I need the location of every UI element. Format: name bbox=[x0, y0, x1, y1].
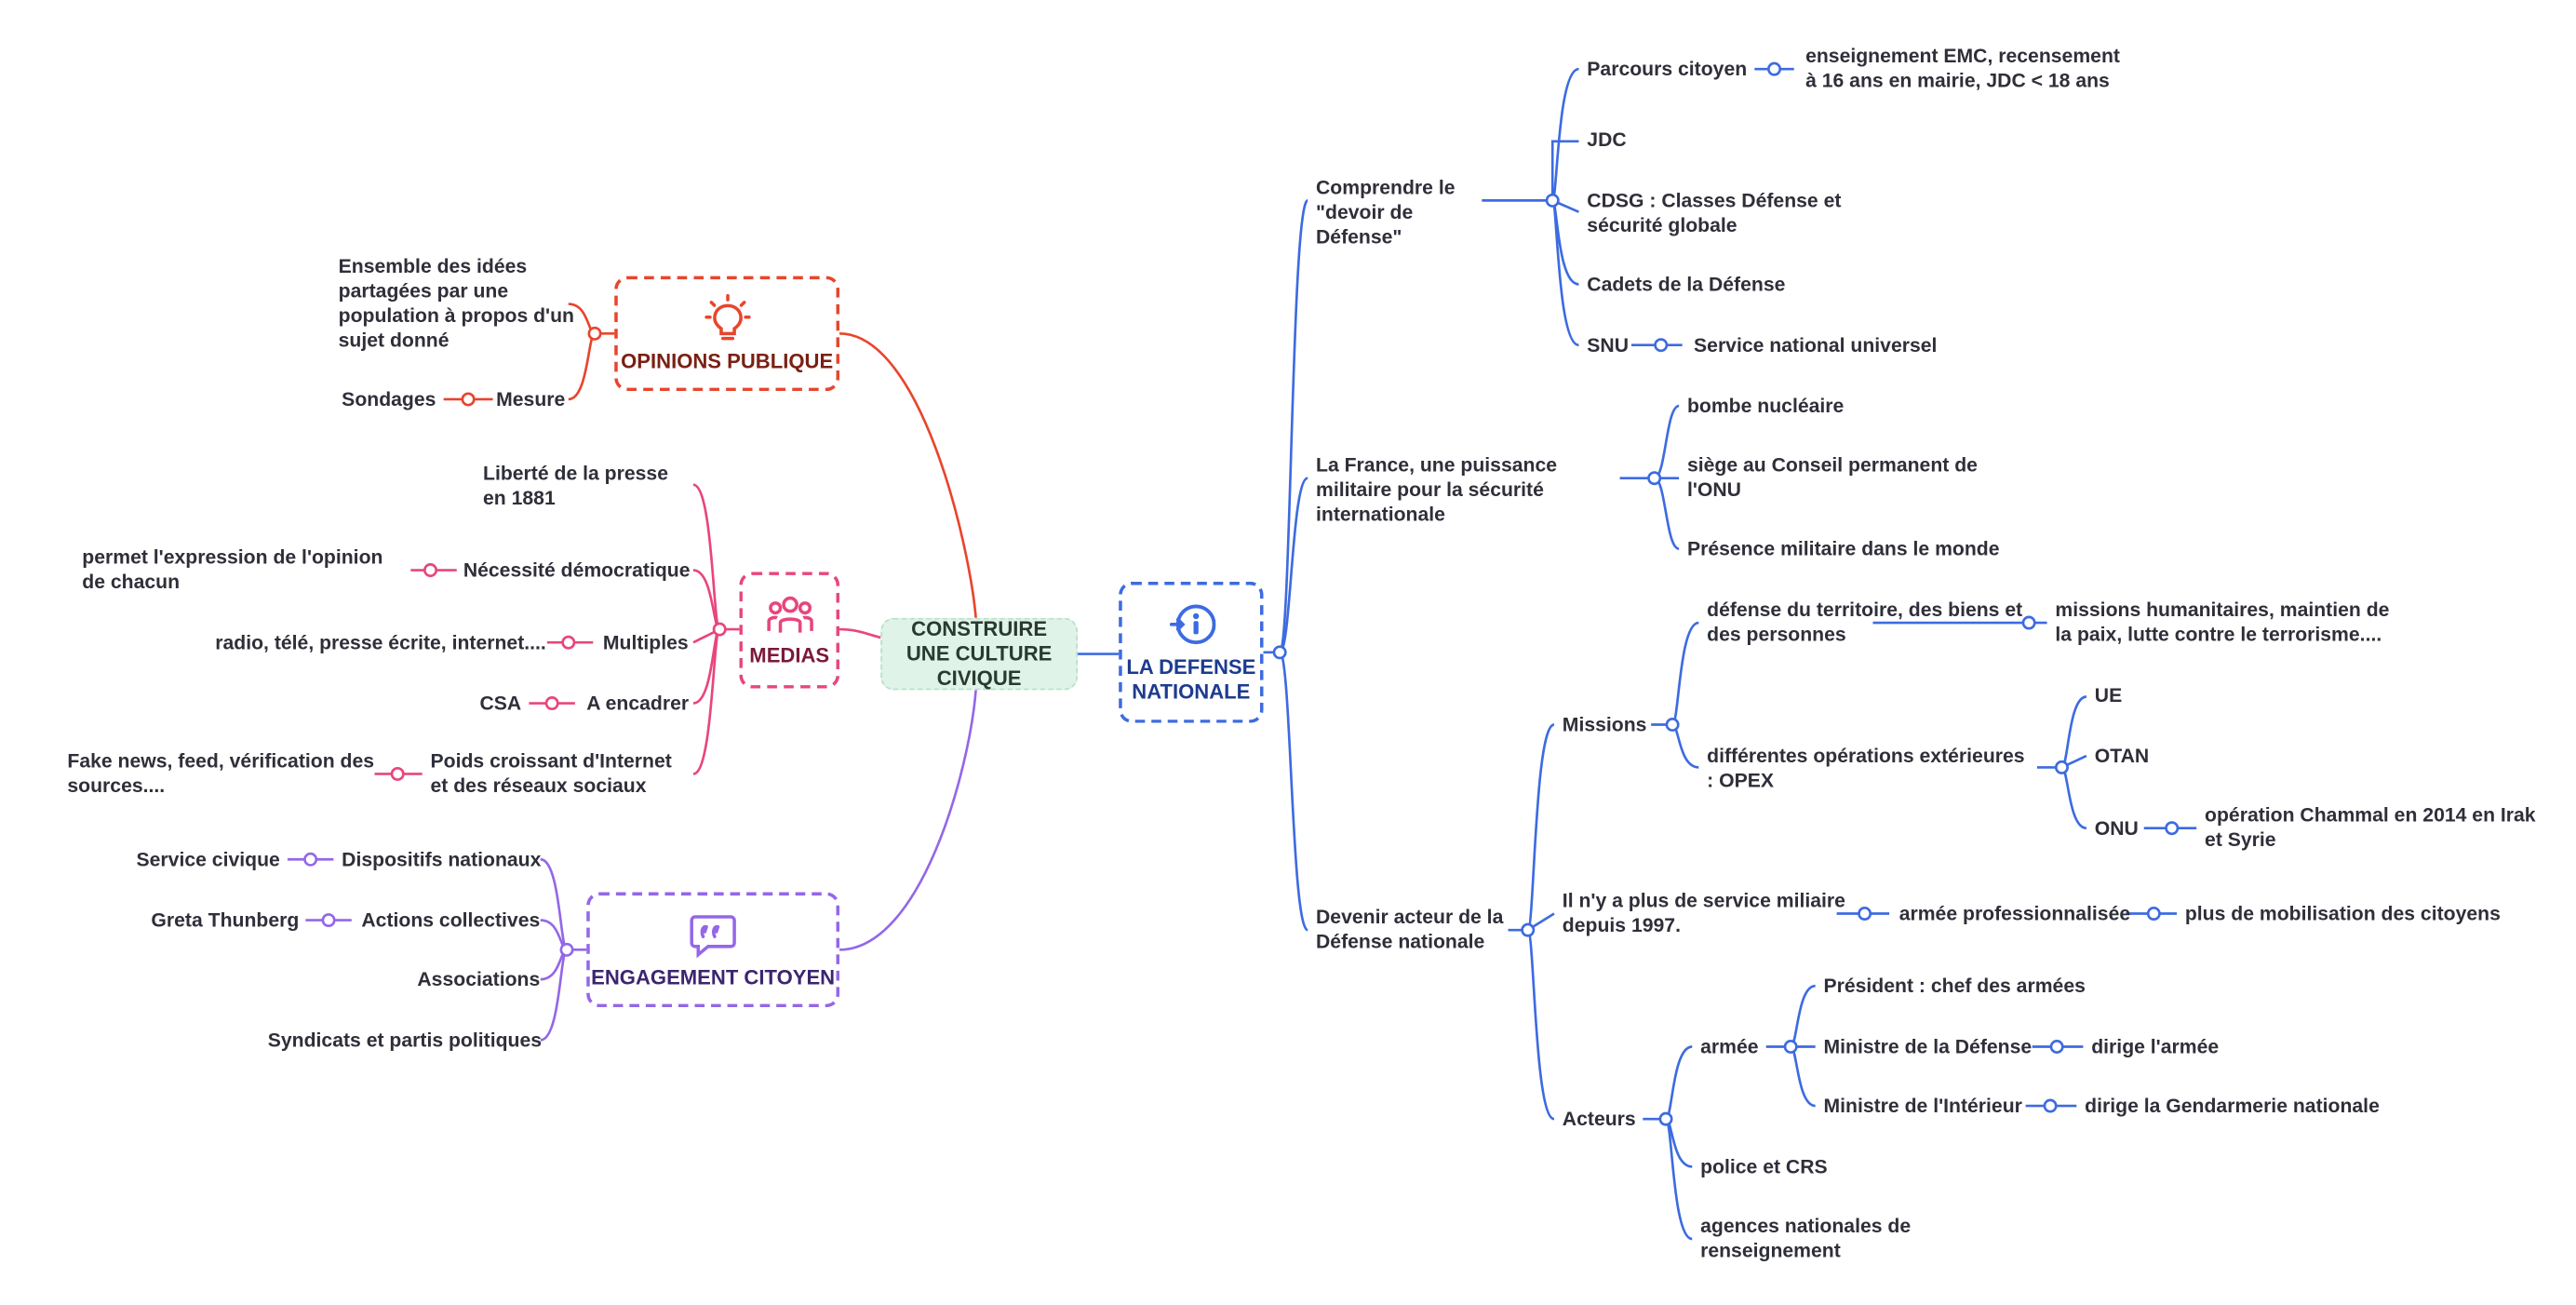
info-person-icon bbox=[1169, 604, 1216, 645]
topic-engagement-citoyen[interactable]: ENGAGEMENT CITOYEN bbox=[586, 892, 840, 1008]
topic-engagement-label: ENGAGEMENT CITOYEN bbox=[591, 965, 836, 989]
node-csa[interactable]: CSA bbox=[479, 692, 522, 715]
node-agences-renseignement[interactable]: agences nationales de renseignement bbox=[1700, 1214, 1912, 1262]
node-actions-collectives[interactable]: Actions collectives bbox=[361, 908, 541, 932]
lightbulb-icon bbox=[704, 293, 750, 340]
node-presence-militaire[interactable]: Présence militaire dans le monde bbox=[1686, 537, 2000, 560]
node-jdc[interactable]: JDC bbox=[1587, 128, 1627, 152]
node-ue[interactable]: UE bbox=[2094, 683, 2123, 707]
central-topic[interactable]: CONSTRUIRE UNE CULTURE CIVIQUE bbox=[880, 616, 1079, 691]
node-operation-chammal[interactable]: opération Chammal en 2014 en Irak et Syr… bbox=[2205, 803, 2536, 852]
node-a-encadrer[interactable]: A encadrer bbox=[586, 692, 690, 715]
node-dirige-gendarmerie[interactable]: dirige la Gendarmerie nationale bbox=[2085, 1094, 2380, 1118]
topic-defense-label: LA DEFENSE NATIONALE bbox=[1126, 655, 1256, 704]
node-mesure[interactable]: Mesure bbox=[496, 387, 566, 411]
topic-medias-label: MEDIAS bbox=[749, 643, 830, 667]
node-associations[interactable]: Associations bbox=[417, 967, 541, 991]
node-bombe-nucleaire[interactable]: bombe nucléaire bbox=[1686, 394, 1845, 418]
topic-opinions-label: OPINIONS PUBLIQUE bbox=[621, 349, 834, 372]
node-siege-conseil[interactable]: siège au Conseil permanent de l'ONU bbox=[1686, 453, 1978, 502]
node-opex[interactable]: différentes opérations extérieures : OPE… bbox=[1707, 744, 2025, 792]
node-snu[interactable]: SNU bbox=[1587, 333, 1630, 357]
node-ministre-interieur[interactable]: Ministre de l'Intérieur bbox=[1823, 1094, 2022, 1118]
node-mobilisation-citoyens[interactable]: plus de mobilisation des citoyens bbox=[2184, 902, 2501, 925]
node-cadets-defense[interactable]: Cadets de la Défense bbox=[1587, 273, 1786, 296]
node-police-crs[interactable]: police et CRS bbox=[1700, 1155, 1828, 1178]
node-dispositifs-nationaux[interactable]: Dispositifs nationaux bbox=[342, 847, 542, 871]
node-dirige-armee[interactable]: dirige l'armée bbox=[2091, 1035, 2220, 1058]
node-acteurs[interactable]: Acteurs bbox=[1562, 1107, 1636, 1131]
node-service-civique[interactable]: Service civique bbox=[136, 847, 280, 871]
node-fake-news[interactable]: Fake news, feed, vérification des source… bbox=[67, 748, 375, 798]
topic-opinions-publique[interactable]: OPINIONS PUBLIQUE bbox=[614, 276, 840, 392]
node-service-national-universel[interactable]: Service national universel bbox=[1694, 333, 1938, 357]
node-syndicats-partis[interactable]: Syndicats et partis politiques bbox=[267, 1029, 543, 1052]
node-missions-humanitaires[interactable]: missions humanitaires, maintien de la pa… bbox=[2055, 598, 2390, 646]
node-multiples[interactable]: Multiples bbox=[602, 630, 689, 654]
node-necessite-democratique[interactable]: Nécessité démocratique bbox=[463, 558, 691, 582]
node-onu[interactable]: ONU bbox=[2094, 816, 2139, 841]
node-puissance-militaire[interactable]: La France, une puissance militaire pour … bbox=[1316, 453, 1558, 526]
node-parcours-citoyen[interactable]: Parcours citoyen bbox=[1587, 57, 1748, 81]
node-cdsg[interactable]: CDSG : Classes Défense et sécurité globa… bbox=[1587, 189, 1842, 237]
central-topic-label: CONSTRUIRE UNE CULTURE CIVIQUE bbox=[906, 616, 1053, 690]
node-poids-internet[interactable]: Poids croissant d'Internet et des réseau… bbox=[430, 748, 672, 798]
people-icon bbox=[766, 596, 812, 633]
node-armee-professionnalisee[interactable]: armée professionnalisée bbox=[1898, 902, 2131, 925]
node-radio-tele[interactable]: radio, télé, presse écrite, internet.... bbox=[215, 630, 546, 654]
topic-defense-nationale[interactable]: LA DEFENSE NATIONALE bbox=[1119, 581, 1264, 723]
topic-medias[interactable]: MEDIAS bbox=[739, 572, 840, 689]
node-defense-territoire[interactable]: défense du territoire, des biens et des … bbox=[1707, 598, 2023, 646]
node-ministre-defense[interactable]: Ministre de la Défense bbox=[1823, 1035, 2033, 1058]
node-comprendre-devoir[interactable]: Comprendre le "devoir de Défense" bbox=[1316, 175, 1456, 249]
node-devenir-acteur[interactable]: Devenir acteur de la Défense nationale bbox=[1316, 905, 1504, 953]
node-armee[interactable]: armée bbox=[1700, 1035, 1759, 1058]
node-president[interactable]: Président : chef des armées bbox=[1823, 974, 2086, 998]
node-service-militaire[interactable]: Il n'y a plus de service miliaire depuis… bbox=[1562, 889, 1845, 937]
node-definition-opinion[interactable]: Ensemble des idées partagées par une pop… bbox=[338, 254, 575, 352]
node-liberte-presse[interactable]: Liberté de la presse en 1881 bbox=[482, 462, 668, 510]
node-expression-opinion[interactable]: permet l'expression de l'opinion de chac… bbox=[82, 545, 383, 594]
node-parcours-detail[interactable]: enseignement EMC, recensement à 16 ans e… bbox=[1805, 44, 2120, 92]
node-greta-thunberg[interactable]: Greta Thunberg bbox=[151, 908, 300, 932]
quote-bubble-icon bbox=[690, 914, 736, 958]
node-otan[interactable]: OTAN bbox=[2094, 744, 2150, 768]
node-missions[interactable]: Missions bbox=[1562, 713, 1647, 736]
node-sondages[interactable]: Sondages bbox=[342, 387, 436, 411]
